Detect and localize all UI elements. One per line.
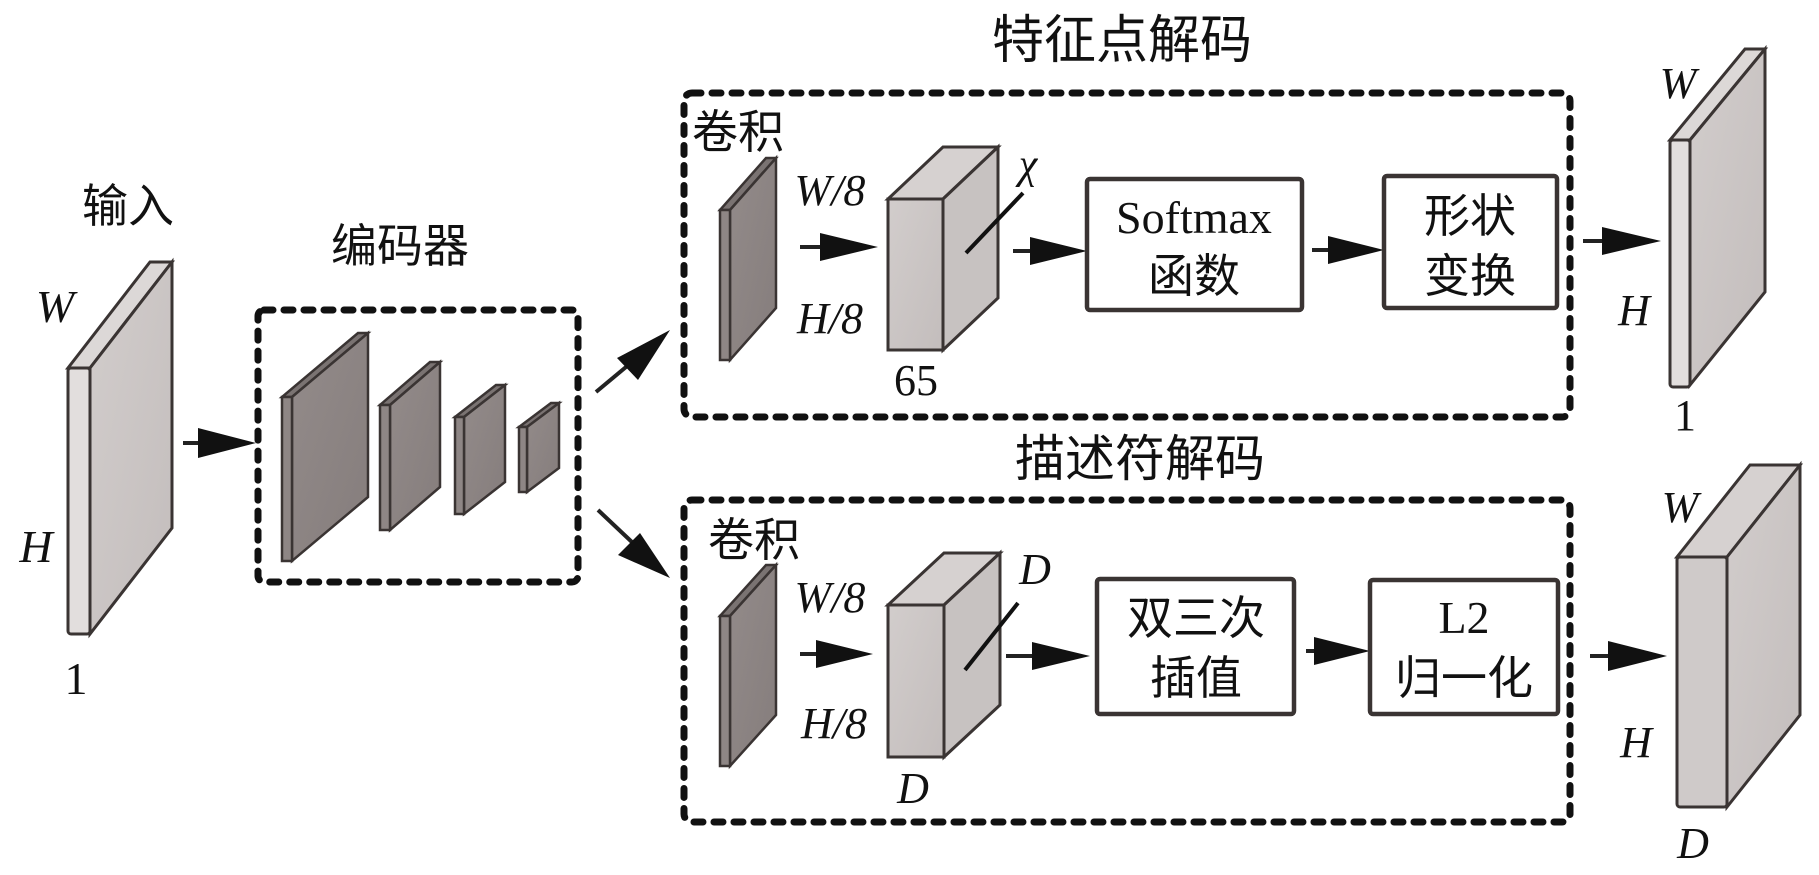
descriptor-channel-symbol: D	[1018, 545, 1051, 594]
keypoint-output-width-label: W	[1660, 59, 1700, 108]
arrow-keypoint-conv-to-cube	[800, 233, 878, 261]
descriptor-channel-leader-line	[963, 601, 1020, 672]
input-tensor-plate	[64, 257, 176, 639]
softmax-box	[1084, 176, 1305, 313]
input-width-label: W	[36, 281, 78, 332]
reshape-label-line1: 形状	[1424, 189, 1516, 243]
l2-normalization-box	[1367, 577, 1561, 717]
keypoint-output-group: W H 1	[1617, 44, 1769, 440]
descriptor-output-depth-label: D	[1676, 819, 1709, 868]
reshape-step: 形状 变换	[1381, 173, 1560, 311]
reshape-label-line2: 变换	[1424, 249, 1516, 303]
keypoint-decoder-box	[680, 89, 1574, 421]
arrow-cube-to-softmax	[1013, 237, 1087, 265]
arrow-encoder-to-keypoint-decoder	[594, 330, 670, 394]
keypoint-decoder-group: 特征点解码 卷积 W/8 H/8 χ 65	[680, 11, 1574, 421]
arrow-descriptor-to-output	[1590, 641, 1667, 671]
arrow-softmax-to-reshape	[1312, 236, 1384, 264]
descriptor-output-cube	[1673, 460, 1804, 812]
keypoint-conv-label: 卷积	[692, 105, 784, 159]
descriptor-decoder-group: 描述符解码 卷积 W/8 H/8 D D 双	[680, 430, 1574, 826]
descriptor-conv-plate	[717, 561, 779, 770]
descriptor-channel-count: D	[896, 764, 929, 813]
arrow-cube-to-bicubic	[1006, 642, 1090, 670]
encoder-layer-1	[278, 330, 372, 564]
l2-normalization-step: L2 归一化	[1367, 577, 1561, 717]
arrow-input-to-encoder	[183, 428, 256, 458]
arrow-descriptor-conv-to-cube	[800, 640, 873, 668]
arrow-encoder-to-descriptor-decoder	[596, 508, 670, 578]
encoder-layer-2	[376, 359, 444, 533]
descriptor-output-height-label: H	[1619, 718, 1654, 767]
keypoint-feature-cube	[884, 143, 1002, 354]
input-height-label: H	[18, 521, 55, 572]
keypoint-decoder-label: 特征点解码	[992, 11, 1252, 71]
input-plate-side	[66, 366, 92, 636]
descriptor-width-label: W/8	[795, 573, 866, 622]
bicubic-label-line2: 插值	[1150, 651, 1242, 705]
input-group: 输入 W H 1	[18, 179, 176, 704]
l2-label-line2: 归一化	[1395, 651, 1533, 705]
input-label: 输入	[82, 179, 174, 233]
keypoint-output-depth-label: 1	[1674, 391, 1696, 440]
bicubic-label-line1: 双三次	[1127, 591, 1265, 645]
arrow-keypoint-to-output	[1583, 227, 1661, 255]
descriptor-decoder-label: 描述符解码	[1015, 430, 1265, 488]
keypoint-output-height-label: H	[1617, 286, 1652, 335]
descriptor-output-group: W H D	[1619, 460, 1804, 868]
softmax-label-line2: 函数	[1148, 249, 1240, 303]
descriptor-height-label: H/8	[800, 699, 867, 748]
softmax-step: Softmax 函数	[1084, 176, 1305, 313]
encoder-group: 编码器	[254, 219, 582, 586]
keypoint-output-plate	[1666, 44, 1769, 390]
encoder-box	[254, 306, 582, 586]
input-plate-face	[88, 257, 174, 639]
l2-label-line1: L2	[1438, 592, 1489, 643]
keypoint-conv-plate	[717, 154, 779, 364]
bicubic-interpolation-step: 双三次 插值	[1094, 576, 1297, 717]
keypoint-channel-leader-line	[964, 191, 1025, 255]
descriptor-feature-cube	[884, 549, 1004, 761]
reshape-box	[1381, 173, 1560, 311]
keypoint-channel-symbol: χ	[1015, 142, 1039, 188]
encoder-label: 编码器	[331, 219, 469, 273]
softmax-label-line1: Softmax	[1116, 192, 1272, 243]
encoder-layer-3	[451, 382, 509, 517]
encoder-layer-4	[515, 400, 563, 495]
input-depth-label: 1	[65, 653, 88, 704]
descriptor-output-width-label: W	[1662, 483, 1702, 532]
descriptor-conv-label: 卷积	[708, 513, 800, 567]
keypoint-height-label: H/8	[796, 294, 863, 343]
arrow-bicubic-to-l2norm	[1306, 637, 1370, 665]
keypoint-width-label: W/8	[795, 166, 866, 215]
keypoint-channel-count: 65	[894, 356, 938, 405]
bicubic-interpolation-box	[1094, 576, 1297, 717]
